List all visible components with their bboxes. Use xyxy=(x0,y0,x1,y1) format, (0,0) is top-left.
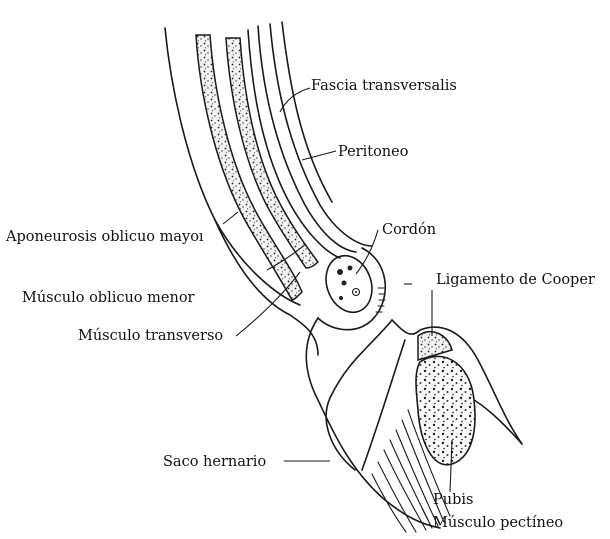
cord-vessel xyxy=(348,266,353,271)
label-peritoneo: Peritoneo xyxy=(338,144,408,160)
label-aponeurosis: Aponeurosis oblicuo mayoı xyxy=(5,229,204,245)
cord-outline xyxy=(318,249,379,319)
cord-vessel xyxy=(337,269,343,275)
pubis-bone xyxy=(416,356,475,464)
label-oblicuo-menor: Músculo oblicuo menor xyxy=(22,290,195,306)
label-fascia-transversalis: Fascia transversalis xyxy=(311,78,457,94)
label-saco-hernario: Saco hernario xyxy=(163,454,266,470)
transverse-muscle-band xyxy=(226,38,318,268)
abdominal-wall-layers xyxy=(165,22,372,355)
label-cordon: Cordón xyxy=(382,222,436,238)
label-pectineo: Músculo pectíneo xyxy=(433,515,563,531)
label-ligamento-cooper: Ligamento de Cooper xyxy=(436,272,595,288)
label-pubis: Pubis xyxy=(433,492,473,508)
oblique-muscle-band xyxy=(196,35,302,300)
peritoneum-inner-line xyxy=(258,26,356,252)
cord-vessel xyxy=(339,296,343,300)
spermatic-cord xyxy=(318,248,385,330)
pubis-lower-line xyxy=(474,400,522,444)
cord-vessel xyxy=(342,281,347,286)
label-transverso: Músculo transverso xyxy=(78,328,223,344)
outer-peritoneum-line xyxy=(282,22,332,202)
